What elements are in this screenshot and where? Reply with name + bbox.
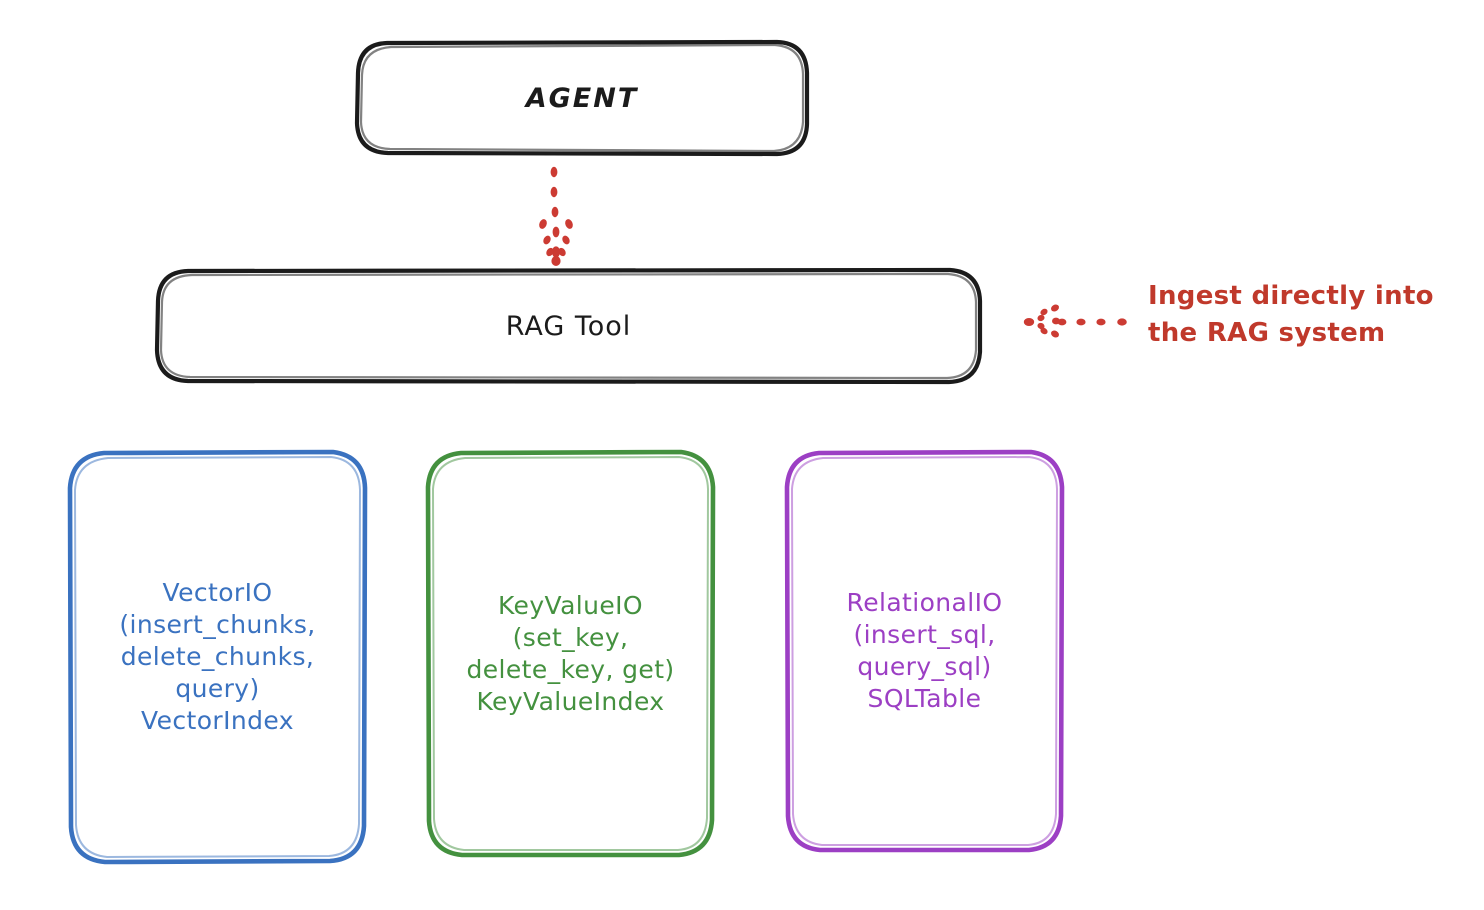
- key-value-io-index-label: KeyValueIndex: [476, 686, 665, 716]
- relational-io-node[interactable]: RelationalIO (insert_sql, query_sql) SQL…: [787, 452, 1062, 850]
- agent-node-label: AGENT: [525, 82, 639, 114]
- rag-tool-node-label: RAG Tool: [505, 310, 632, 342]
- ingest-to-rag-arrow: [1023, 304, 1127, 338]
- vector-io-index-label: VectorIndex: [141, 706, 294, 735]
- key-value-io-methods-label: KeyValueIO (set_key, delete_key, get): [466, 590, 675, 684]
- vector-io-methods-label: VectorIO (insert_chunks, delete_chunks, …: [119, 578, 316, 703]
- relational-io-table-label: SQLTable: [867, 684, 982, 713]
- relational-io-methods-label: RelationalIO (insert_sql, query_sql): [846, 588, 1003, 681]
- agent-to-rag-arrow: [539, 166, 573, 266]
- vector-io-node[interactable]: VectorIO (insert_chunks, delete_chunks, …: [70, 452, 365, 862]
- ingest-annotation-text: Ingest directly into the RAG system: [1148, 281, 1434, 348]
- key-value-io-node[interactable]: KeyValueIO (set_key, delete_key, get) Ke…: [428, 452, 713, 855]
- rag-tool-node[interactable]: RAG Tool: [157, 270, 980, 382]
- agent-node[interactable]: AGENT: [357, 42, 807, 154]
